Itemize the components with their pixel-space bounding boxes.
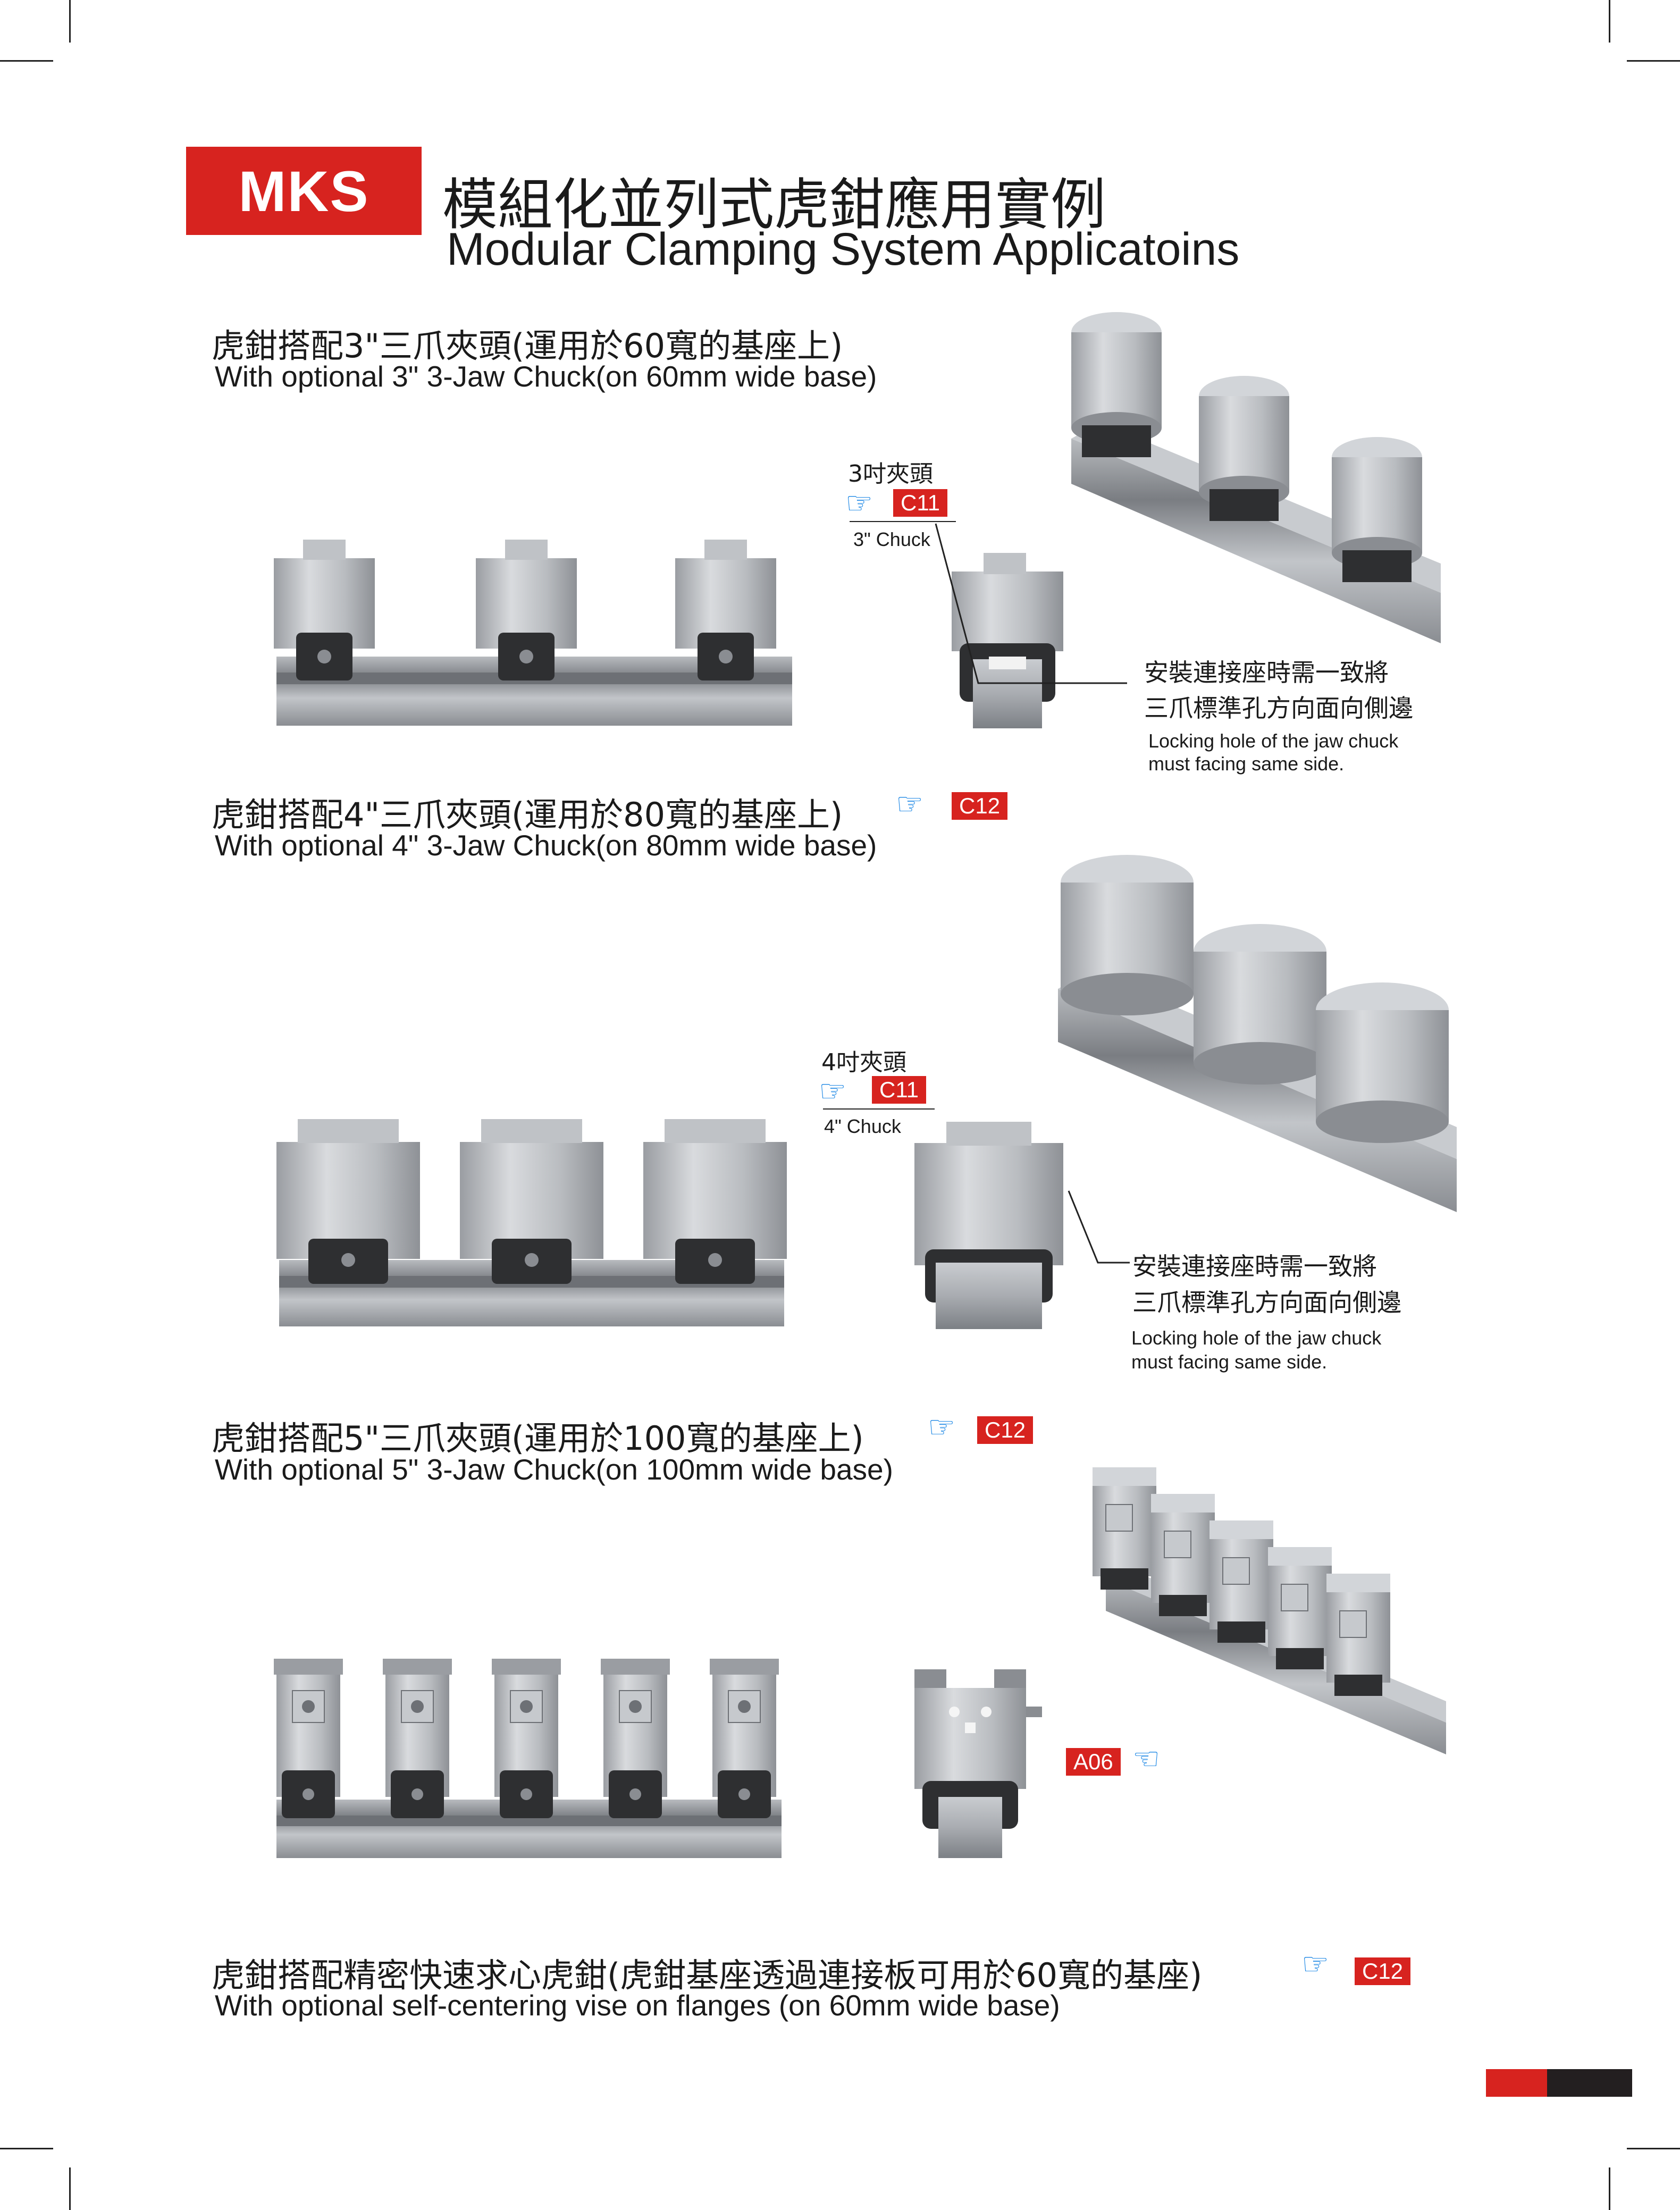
crop-mark	[0, 60, 53, 62]
section-1-note-zh-2: 三爪標準孔方向面向側邊	[1144, 694, 1413, 722]
section-1-perspective-view	[1071, 312, 1441, 643]
section-1-callout-en: 3" Chuck	[853, 528, 930, 550]
section-2-callout-en: 4" Chuck	[824, 1115, 901, 1137]
section-2-title-badge[interactable]: C12	[952, 792, 1008, 820]
section-1-callout-badge[interactable]: C11	[893, 489, 947, 517]
crop-mark	[1609, 0, 1610, 43]
section-1-note-en-2: must facing same side.	[1148, 753, 1345, 775]
callout-divider	[850, 521, 956, 522]
section-2-side-view	[914, 1122, 1063, 1329]
page-title-zh: 模組化並列式虎鉗應用實例	[442, 172, 1106, 237]
section-3-perspective-view	[1093, 1467, 1446, 1754]
section-2-perspective-view	[1058, 855, 1457, 1212]
section-1-title-zh: 虎鉗搭配3"三爪夾頭(運用於60寬的基座上)	[212, 326, 843, 365]
footer-bar-dark	[1547, 2069, 1632, 2097]
section-4-title-badge[interactable]: C12	[1355, 1957, 1411, 1985]
section-2-callout-zh: 4吋夾頭	[821, 1049, 906, 1076]
section-1-note-zh-1: 安裝連接座時需一致將	[1144, 658, 1389, 687]
page-title-en: Modular Clamping System Applicatoins	[447, 224, 1240, 275]
section-3-title-zh: 虎鉗搭配5"三爪夾頭(運用於100寬的基座上)	[212, 1419, 864, 1458]
section-1-title-en: With optional 3" 3-Jaw Chuck(on 60mm wid…	[215, 360, 877, 393]
crop-mark	[1609, 2167, 1610, 2210]
section-2-callout-badge[interactable]: C11	[872, 1076, 926, 1104]
crop-mark	[1627, 60, 1680, 62]
section-3-side-view	[914, 1669, 1042, 1858]
pointing-hand-icon: ☞	[928, 1409, 955, 1445]
section-3-title-en: With optional 5" 3-Jaw Chuck(on 100mm wi…	[215, 1453, 893, 1486]
section-2-note-en-2: must facing same side.	[1131, 1351, 1328, 1373]
crop-mark	[0, 2148, 53, 2149]
crop-mark	[1627, 2148, 1680, 2149]
pointing-hand-icon: ☞	[819, 1073, 846, 1109]
section-2-title-zh: 虎鉗搭配4"三爪夾頭(運用於80寬的基座上)	[212, 795, 843, 834]
section-1-leader-line	[935, 523, 1127, 684]
section-2-front-view	[276, 1119, 787, 1326]
section-1-note-en-1: Locking hole of the jaw chuck	[1148, 730, 1399, 752]
section-1-front-view	[274, 540, 792, 726]
section-2-note-en-1: Locking hole of the jaw chuck	[1131, 1327, 1382, 1349]
section-3-title-badge[interactable]: C12	[977, 1416, 1034, 1444]
pointing-hand-icon: ☞	[845, 485, 873, 521]
section-2-note-zh-1: 安裝連接座時需一致將	[1132, 1252, 1377, 1281]
crop-mark	[69, 0, 71, 43]
callout-divider	[823, 1108, 935, 1110]
section-2-leader-line	[1068, 1190, 1130, 1264]
section-4-title-en: With optional self-centering vise on fla…	[215, 1989, 1060, 2022]
section-2-note-zh-2: 三爪標準孔方向面向側邊	[1132, 1288, 1401, 1317]
pointing-hand-icon: ☞	[896, 786, 923, 822]
section-3-side-badge[interactable]: A06	[1066, 1748, 1121, 1776]
pointing-hand-icon: ☞	[1301, 1946, 1329, 1982]
section-2-title-en: With optional 4" 3-Jaw Chuck(on 80mm wid…	[215, 829, 877, 862]
section-1-side-view	[952, 553, 1063, 728]
crop-mark	[69, 2167, 71, 2210]
footer-bar-red	[1486, 2069, 1547, 2097]
section-4-title-zh: 虎鉗搭配精密快速求心虎鉗(虎鉗基座透過連接板可用於60寬的基座)	[212, 1956, 1203, 1995]
brand-badge: MKS	[186, 147, 422, 235]
section-3-front-view	[274, 1658, 782, 1858]
section-1-callout-zh: 3吋夾頭	[848, 460, 933, 488]
